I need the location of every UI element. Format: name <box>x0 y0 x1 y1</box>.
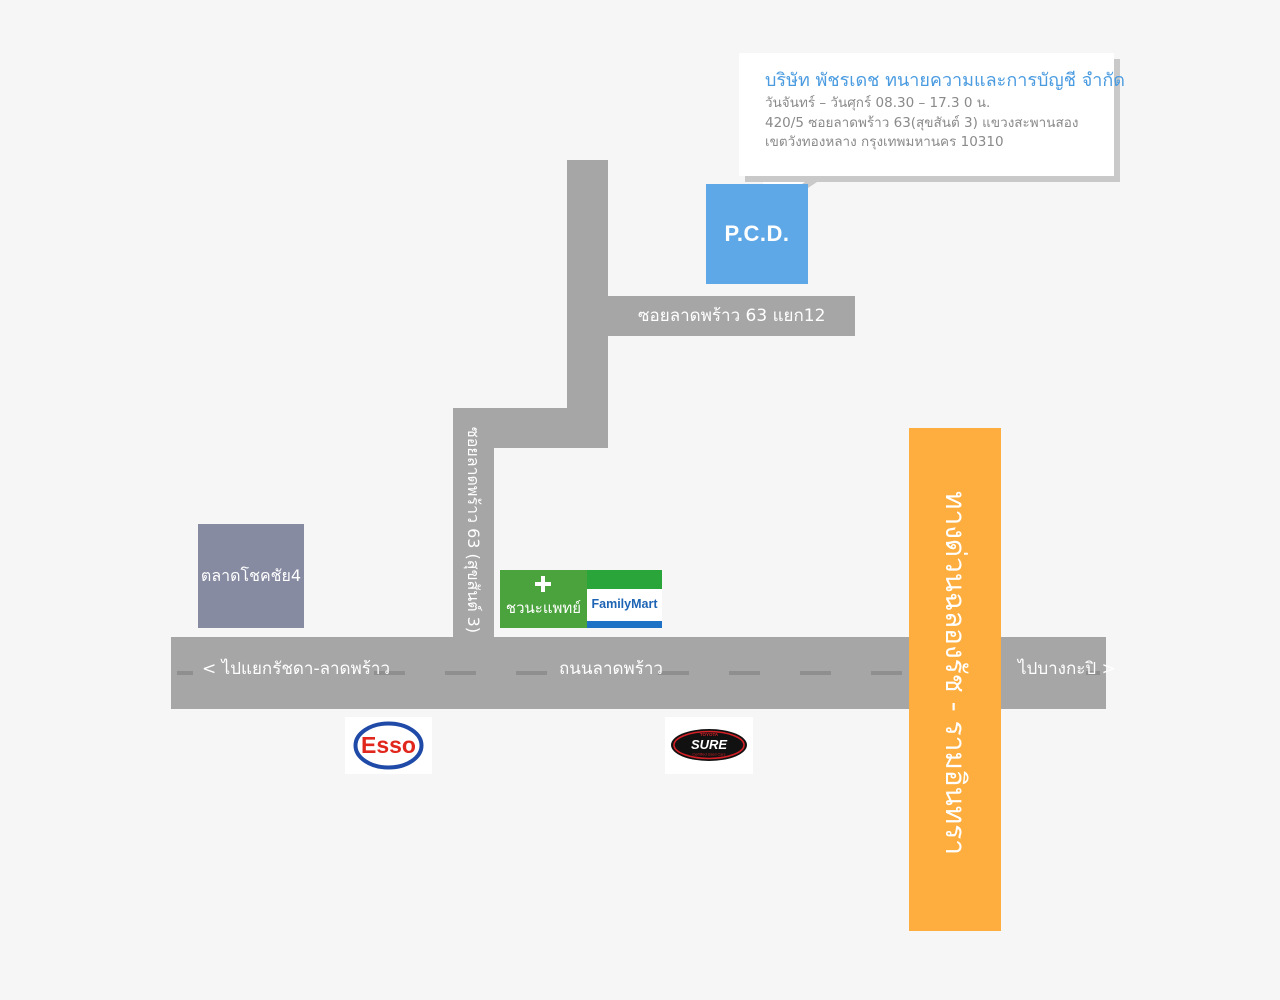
road-dash <box>516 671 547 675</box>
familymart-blue-stripe <box>587 621 662 628</box>
medical-cross-icon <box>535 576 551 592</box>
pharmacy-label: ชวนะแพทย์ <box>505 599 582 617</box>
market-label: ตลาดโชคชัย4 <box>200 565 302 585</box>
road-dash <box>871 671 902 675</box>
office-label: P.C.D. <box>724 221 790 246</box>
toyota-sure-logo-icon: TOYOTA SURE Certified Used Cars <box>671 729 747 761</box>
soi-63-label: ซอยลาดพร้าว 63 (สุขสันต์ 3) <box>464 426 483 634</box>
address-line-1: 420/5 ซอยลาดพร้าว 63(สุขสันต์ 3) แขวงสะพ… <box>765 115 1079 131</box>
road-dash <box>1086 671 1100 675</box>
esso-landmark: Esso <box>345 717 432 774</box>
esso-logo-text: Esso <box>361 732 416 758</box>
expressway-road <box>909 428 1001 931</box>
familymart-label: FamilyMart <box>591 597 658 611</box>
road-dash <box>177 671 193 675</box>
soi-63-road <box>453 408 494 638</box>
pharmacy-landmark: ชวนะแพทย์ <box>500 570 587 628</box>
toyota-sure-text: SURE <box>691 737 727 752</box>
market-landmark: ตลาดโชคชัย4 <box>198 524 304 628</box>
road-dash <box>445 671 476 675</box>
office-marker: P.C.D. <box>706 184 808 284</box>
toyota-sure-landmark: TOYOTA SURE Certified Used Cars <box>665 717 753 774</box>
road-dash <box>729 671 760 675</box>
address-line-2: เขตวังทองหลาง กรุงเทพมหานคร 10310 <box>765 134 1004 150</box>
main-road-label: ถนนลาดพร้าว <box>559 659 663 679</box>
soi-12-label: ซอยลาดพร้าว 63 แยก12 <box>638 306 826 326</box>
expressway-label: ทางด่วนฉลองรัช - รามอินทรา <box>939 491 972 855</box>
toyota-sure-sub-text: Certified Used Cars <box>692 753 725 757</box>
office-hours: วันจันทร์ – วันศุกร์ 08.30 – 17.3 0 น. <box>765 95 991 111</box>
office-info-callout <box>739 53 1114 176</box>
road-dash <box>374 671 405 675</box>
direction-right-label: ไปบางกะปิ > <box>1018 659 1116 679</box>
soi-63-yaek-12-road <box>567 296 855 336</box>
esso-logo-icon: Esso <box>353 721 424 770</box>
direction-left-label: < ไปแยกรัชดา-ลาดพร้าว <box>202 659 391 679</box>
familymart-green-stripe <box>587 570 662 589</box>
road-dash <box>658 671 689 675</box>
familymart-landmark: FamilyMart <box>587 570 662 628</box>
company-name: บริษัท พัชรเดช ทนายความและการบัญชี จำกัด <box>765 70 1125 91</box>
toyota-sure-top-text: TOYOTA <box>700 732 719 737</box>
road-dash <box>800 671 831 675</box>
